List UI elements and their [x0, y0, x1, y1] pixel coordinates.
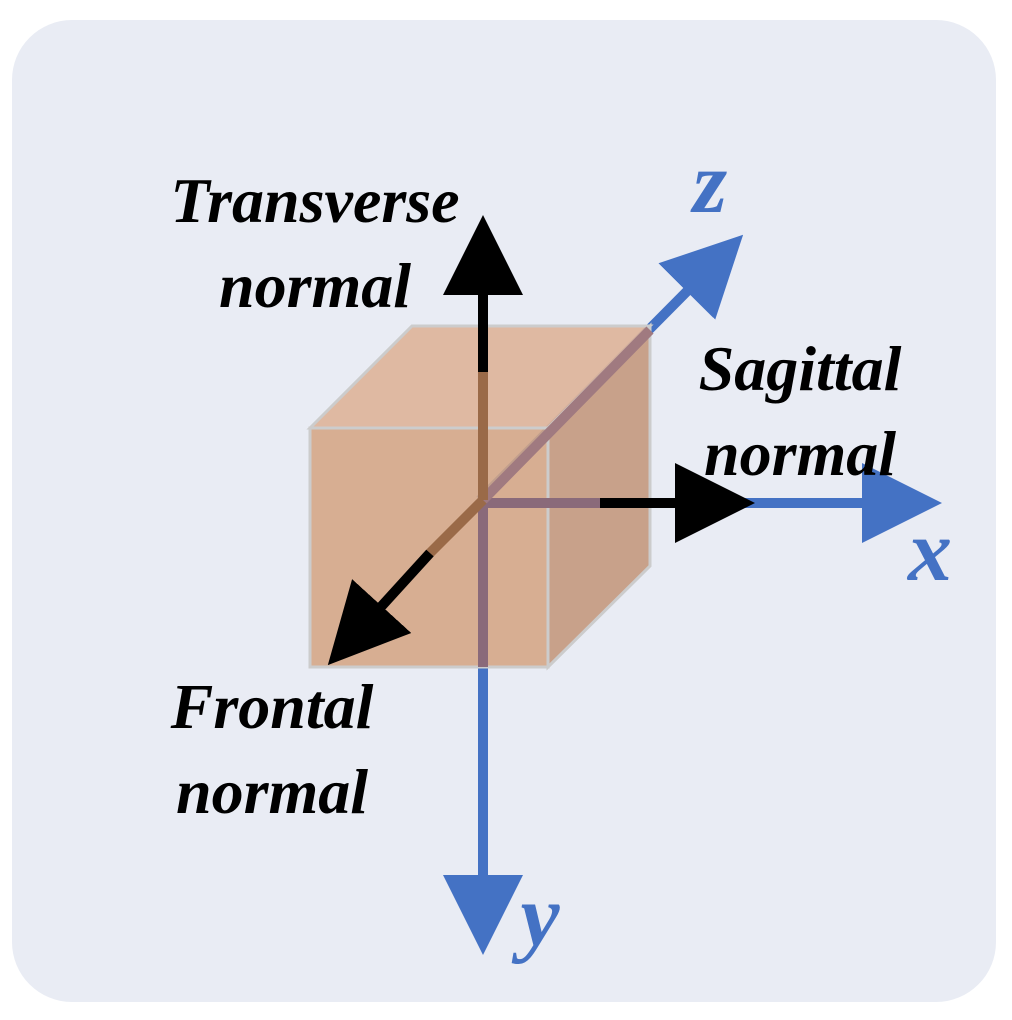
y-axis-label: y [511, 868, 560, 965]
frontal-normal-arrow-inside [426, 496, 487, 557]
z-axis-inside-cube [479, 326, 654, 504]
sagittal-label-line1: Sagittal [699, 333, 902, 404]
transverse-label-line1: Transverse [170, 165, 459, 236]
z-axis-label: z [690, 135, 727, 232]
frontal-label-line2: normal [176, 756, 368, 827]
transverse-label-line2: normal [219, 250, 411, 321]
sagittal-label-line2: normal [704, 418, 896, 489]
x-axis-label: x [906, 503, 952, 600]
frontal-normal-arrow [327, 549, 434, 666]
frontal-label-line1: Frontal [170, 671, 374, 742]
